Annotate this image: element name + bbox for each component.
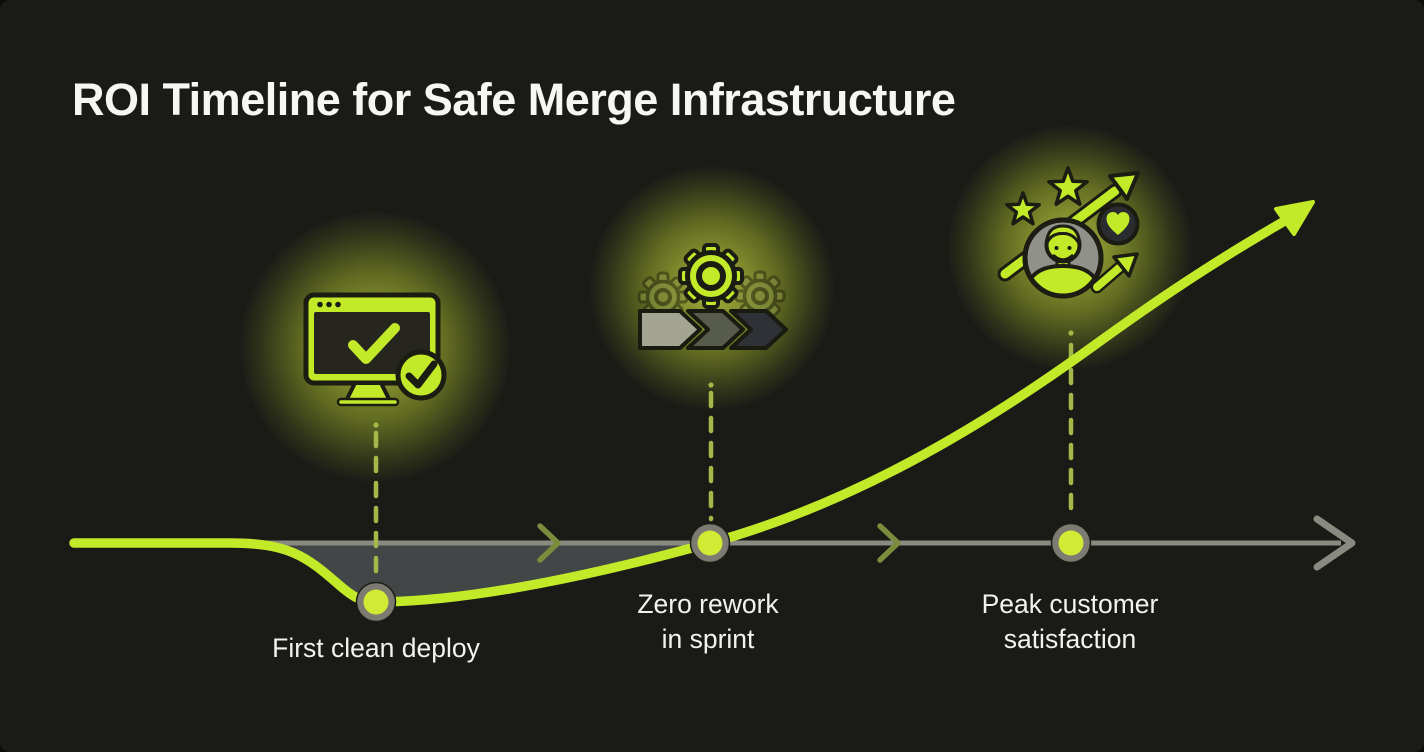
avatar [1022,217,1104,299]
axis-chevron-icon [877,523,901,563]
chevron-step-3 [729,309,788,350]
milestone-marker-second [689,522,731,564]
dip-area-fill [230,543,710,602]
dropline-dot [708,382,714,388]
star-icon [1047,166,1089,207]
chevron-step-2 [686,309,745,350]
star-icon [1005,191,1041,226]
chevron-step-1 [638,309,702,350]
curve-arrowhead-icon [1274,200,1315,236]
roi-curve [69,214,1293,607]
axis-arrowhead-icon [1313,515,1356,571]
milestone-label-first-clean-deploy: First clean deploy [272,633,480,663]
axis-chevron-icon [537,523,561,563]
dropline-dot [373,422,379,428]
dropline-dot [1068,330,1074,336]
milestone-label-peak-customer-satisfaction: Peak customer satisfaction [981,589,1159,654]
milestone-marker-first [355,581,397,623]
main-gear-icon [678,243,744,309]
milestone-marker-third [1050,522,1092,564]
page-title: ROI Timeline for Safe Merge Infrastructu… [72,74,956,125]
process-chevrons [638,309,788,350]
small-trend-arrow-icon [1090,252,1139,294]
gears-pipeline-icon [637,243,788,350]
customer-satisfaction-icon [997,166,1140,299]
milestone-label-zero-rework: Zero rework in sprint [637,589,779,654]
heart-badge-icon [1096,202,1140,246]
monitor-check-icon [303,292,447,407]
side-gear-icon [734,270,786,322]
